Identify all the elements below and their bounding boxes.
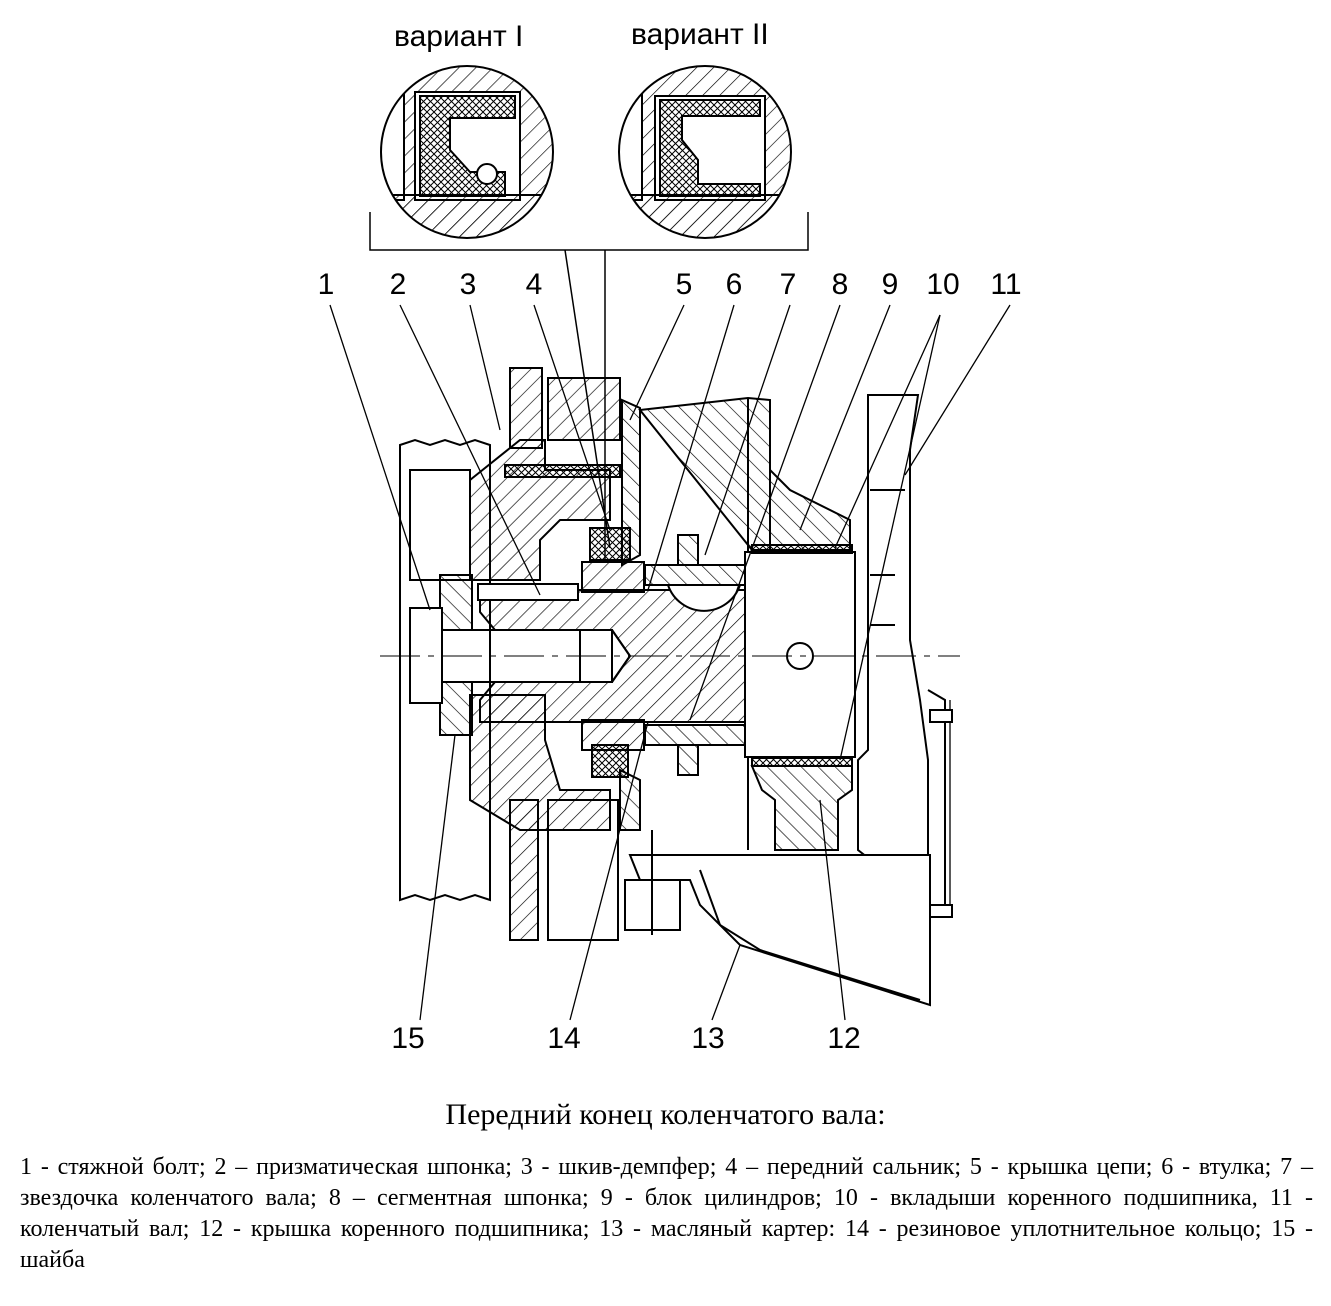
cylinder-block xyxy=(638,396,851,551)
figure-legend: 1 - стяжной болт; 2 – призматическая шпо… xyxy=(20,1154,1313,1273)
pulley-damper xyxy=(399,367,621,941)
sleeve xyxy=(581,561,645,593)
callout-8: 8 xyxy=(831,268,849,301)
callout-10: 10 xyxy=(926,268,960,301)
callout-9: 9 xyxy=(881,268,899,301)
variant-1-detail xyxy=(381,66,553,238)
crankshaft-front-end-drawing xyxy=(329,65,1011,1021)
callout-12: 12 xyxy=(827,1022,861,1055)
callout-1: 1 xyxy=(317,268,335,301)
callout-5: 5 xyxy=(675,268,693,301)
variant-1-label: вариант I xyxy=(394,20,524,53)
main-bearing-cap xyxy=(750,765,853,851)
callout-4: 4 xyxy=(525,268,543,301)
callout-11: 11 xyxy=(990,268,1022,301)
callout-14: 14 xyxy=(547,1022,581,1055)
variant-2-detail xyxy=(619,66,791,238)
variant-2-label: вариант II xyxy=(631,18,769,51)
chain-cover xyxy=(621,398,641,567)
callout-3: 3 xyxy=(459,268,477,301)
callout-7: 7 xyxy=(779,268,797,301)
crankshaft-web xyxy=(857,394,929,908)
callout-2: 2 xyxy=(389,268,407,301)
callout-6: 6 xyxy=(725,268,743,301)
figure-caption-title: Передний конец коленчатого вала: xyxy=(445,1098,886,1131)
main-journal xyxy=(744,551,856,758)
callout-13: 13 xyxy=(691,1022,725,1055)
callout-15: 15 xyxy=(391,1022,425,1055)
